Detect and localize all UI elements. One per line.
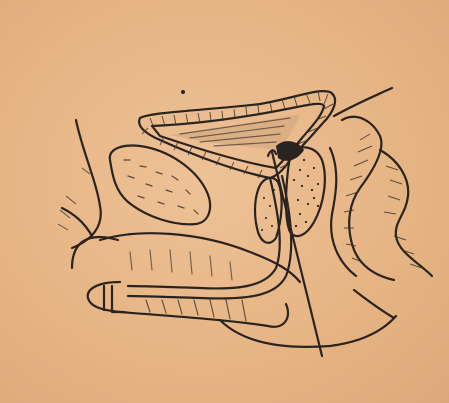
thigh-contour xyxy=(58,120,101,248)
penis xyxy=(88,282,288,327)
pubic-bone xyxy=(110,146,210,225)
urethra xyxy=(128,176,291,298)
buttock-contour xyxy=(334,88,432,318)
rectum xyxy=(330,117,394,280)
perineal-tissue xyxy=(72,233,396,347)
prostate-right xyxy=(286,147,325,236)
